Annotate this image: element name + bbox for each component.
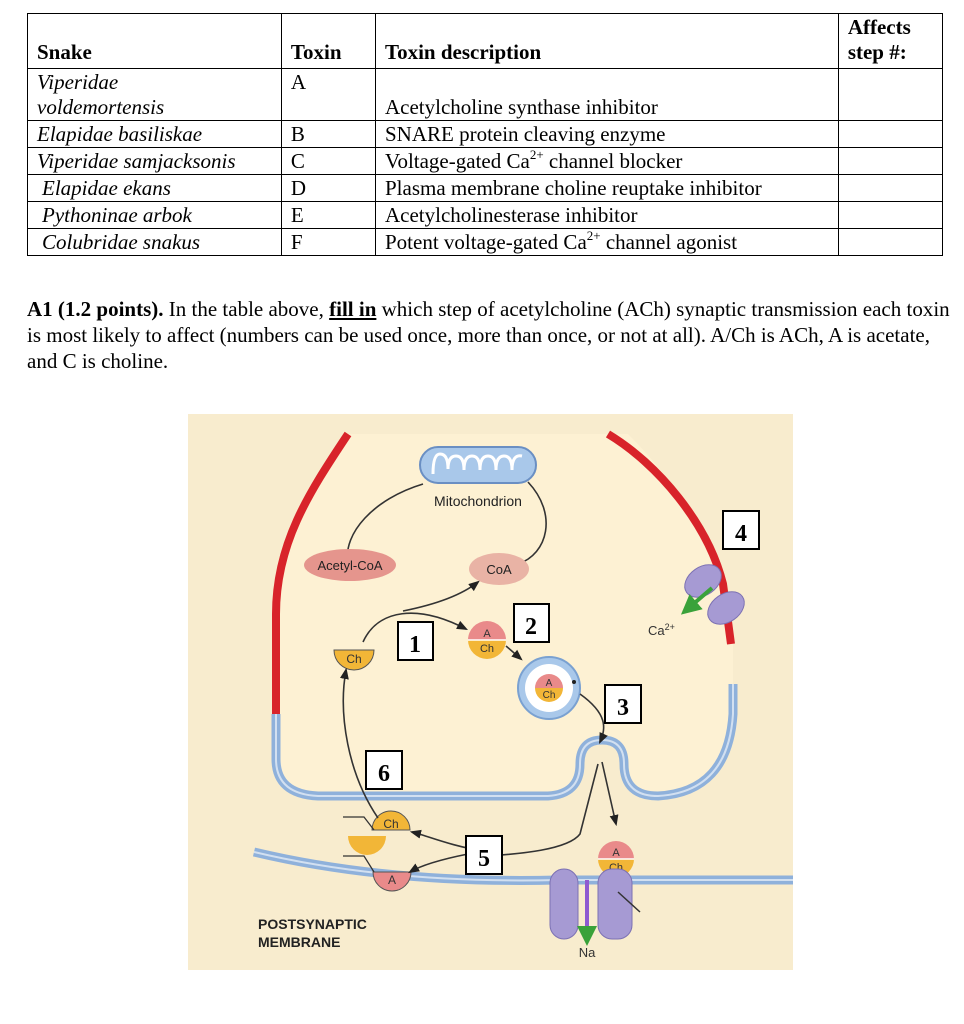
choline-molecule bbox=[333, 649, 375, 671]
ach-molecule-cytoplasm bbox=[468, 621, 506, 659]
table-row: Colubridae snakus F Potent voltage-gated… bbox=[27, 228, 944, 256]
svg-text:1: 1 bbox=[409, 632, 421, 658]
choline-label: Ch bbox=[346, 652, 361, 666]
ach-receptor-channel bbox=[549, 868, 641, 940]
acetate-product bbox=[372, 871, 412, 892]
affects-step-cell[interactable] bbox=[837, 120, 944, 148]
table-row: Viperidae samjacksonis C Voltage-gated C… bbox=[27, 147, 944, 175]
ach-acetate-label: A bbox=[483, 628, 491, 640]
description-cell: Acetylcholinesterase inhibitor bbox=[374, 201, 839, 229]
ach-choline-label: Ch bbox=[480, 643, 494, 655]
vesicle-loading-arrow bbox=[505, 645, 523, 661]
calcium-label: Ca2+ bbox=[648, 622, 675, 638]
vesicle-choline-label: Ch bbox=[543, 690, 556, 701]
cleft-acetate-label: A bbox=[612, 847, 620, 859]
description-cell: Voltage-gated Ca2+ channel blocker bbox=[374, 147, 839, 175]
choline-reuptake-arrow bbox=[339, 667, 379, 819]
table-row: Elapidae basiliskae B SNARE protein clea… bbox=[27, 120, 944, 148]
affects-step-cell[interactable] bbox=[837, 174, 944, 202]
postsynaptic-label-line2: MEMBRANE bbox=[258, 934, 340, 950]
acetate-product-label: A bbox=[388, 873, 396, 887]
affects-step-cell[interactable] bbox=[837, 68, 944, 121]
coa-release-arrow bbox=[402, 580, 480, 612]
step-1-box: 1 bbox=[397, 621, 434, 661]
svg-text:5: 5 bbox=[478, 846, 490, 872]
acetyl-coa-label: Acetyl-CoA bbox=[317, 558, 382, 573]
affects-step-cell[interactable] bbox=[837, 228, 944, 256]
toxin-cell: F bbox=[280, 228, 376, 256]
description-cell: Potent voltage-gated Ca2+ channel agonis… bbox=[374, 228, 839, 256]
step-5-box: 5 bbox=[465, 835, 503, 875]
choline-product bbox=[371, 810, 411, 831]
snake-cell: Colubridae snakus bbox=[27, 228, 282, 256]
esterase-site-bottom bbox=[343, 855, 375, 873]
step-2-box: 2 bbox=[513, 603, 550, 643]
question-text: A1 (1.2 points). In the table above, fil… bbox=[27, 297, 950, 373]
coa-label: CoA bbox=[486, 562, 512, 577]
toxin-cell: B bbox=[280, 120, 376, 148]
step-4-box: 4 bbox=[722, 510, 760, 550]
step-6-box: 6 bbox=[365, 750, 403, 790]
axon-membrane-left bbox=[272, 431, 352, 714]
snake-cell: Elapidae basiliskae bbox=[27, 120, 282, 148]
synaptic-vesicle bbox=[517, 656, 581, 720]
svg-text:2: 2 bbox=[525, 614, 537, 640]
affects-step-cell[interactable] bbox=[837, 147, 944, 175]
synapse-diagram: Mitochondrion Acetyl-CoA CoA Ch A Ch A C… bbox=[188, 414, 793, 970]
header-toxin: Toxin bbox=[280, 13, 376, 69]
presynaptic-terminal bbox=[276, 434, 733, 796]
acetyl-coa-bubble bbox=[304, 549, 396, 581]
header-snake: Snake bbox=[27, 13, 282, 69]
affects-step-cell[interactable] bbox=[837, 201, 944, 229]
postsynaptic-label-line1: POSTSYNAPTIC bbox=[258, 916, 367, 932]
snake-cell: Viperidae samjacksonis bbox=[27, 147, 282, 175]
coa-bubble bbox=[469, 553, 529, 585]
exocytosis-arrow bbox=[579, 693, 608, 745]
svg-text:6: 6 bbox=[378, 761, 390, 787]
mitochondrion-label: Mitochondrion bbox=[434, 493, 522, 509]
table-row: Pythoninae arbok E Acetylcholinesterase … bbox=[27, 201, 944, 229]
esterase-site-top bbox=[343, 816, 375, 831]
toxin-cell: C bbox=[280, 147, 376, 175]
toxin-cell: A bbox=[280, 68, 376, 121]
toxin-cell: D bbox=[280, 174, 376, 202]
mitochondrion-icon bbox=[419, 446, 537, 484]
calcium-influx-arrow bbox=[680, 586, 714, 615]
description-cell: SNARE protein cleaving enzyme bbox=[374, 120, 839, 148]
sodium-label: Na bbox=[579, 945, 596, 960]
choline-product-label: Ch bbox=[383, 817, 398, 831]
fill-in-emphasis: fill in bbox=[329, 297, 377, 321]
snake-cell: Pythoninae arbok bbox=[27, 201, 282, 229]
question-label: A1 (1.2 points). bbox=[27, 297, 164, 321]
description-cell: Plasma membrane choline reuptake inhibit… bbox=[374, 174, 839, 202]
vesicle-acetate-label: A bbox=[546, 678, 553, 689]
toxin-cell: E bbox=[280, 201, 376, 229]
hydrolysis-acetate-arrow bbox=[408, 853, 469, 874]
header-description: Toxin description bbox=[374, 13, 839, 69]
svg-text:4: 4 bbox=[735, 521, 747, 547]
table-row: Elapidae ekans D Plasma membrane choline… bbox=[27, 174, 944, 202]
snake-cell: Elapidae ekans bbox=[27, 174, 282, 202]
coa-to-mito-line bbox=[517, 481, 547, 565]
synthesis-arrow bbox=[362, 612, 468, 643]
ach-diffusion-arrow bbox=[601, 761, 619, 827]
step-3-box: 3 bbox=[604, 684, 642, 724]
svg-text:3: 3 bbox=[617, 695, 629, 721]
description-cell: Acetylcholine synthase inhibitor bbox=[374, 68, 839, 121]
